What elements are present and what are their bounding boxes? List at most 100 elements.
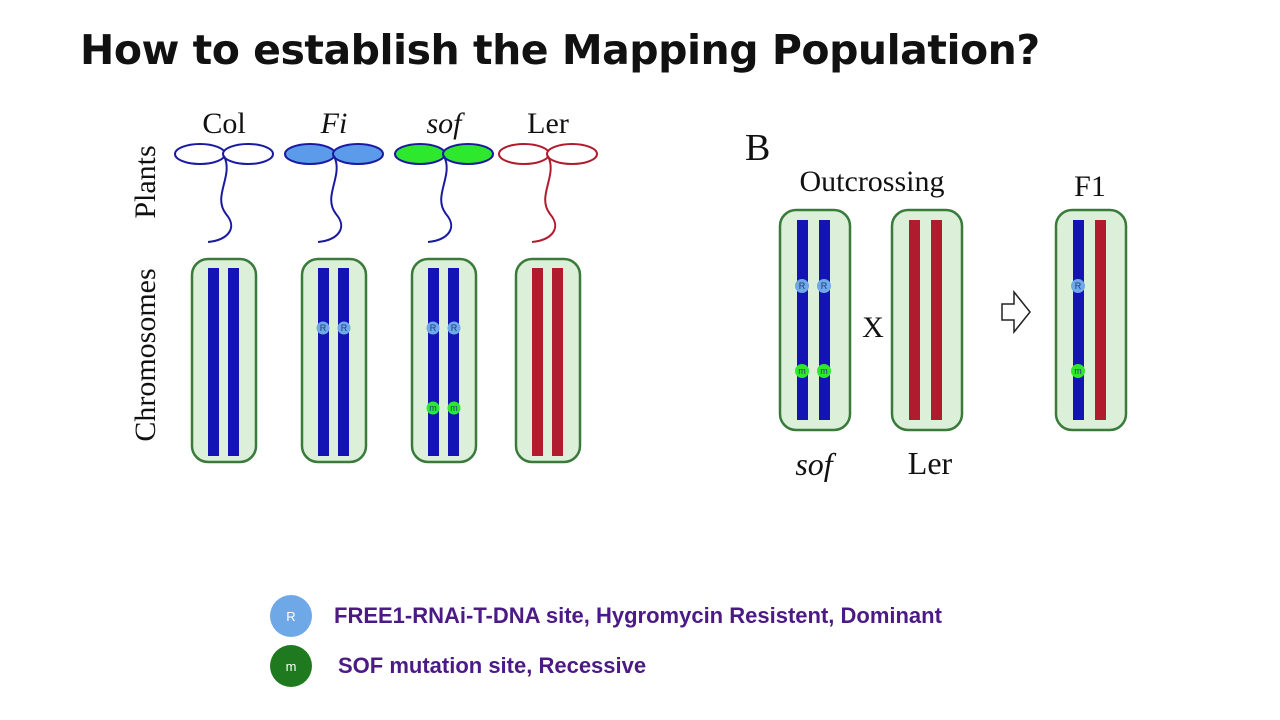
marker-letter: R <box>821 281 828 291</box>
chromosome-bar <box>797 220 808 420</box>
r-marker: R <box>447 321 461 335</box>
r-marker-icon: R <box>270 595 312 637</box>
marker-dot <box>447 321 461 335</box>
parent-ler-label: Ler <box>908 445 953 481</box>
marker-letter: R <box>320 323 327 333</box>
column-label: Col <box>202 107 245 140</box>
chromosome-bar <box>208 268 219 456</box>
chromosome-bar <box>1095 220 1106 420</box>
marker-letter: m <box>450 403 458 413</box>
f1-hybrid: Rm <box>1054 208 1128 432</box>
marker-letter: m <box>820 366 828 376</box>
leaf-right <box>332 143 384 165</box>
legend-symbol: m <box>285 658 297 674</box>
stem <box>531 155 557 243</box>
chromosome-bar <box>819 220 830 420</box>
chromosome-bar <box>552 268 563 456</box>
chromosome-bar <box>532 268 543 456</box>
marker-letter: R <box>451 323 458 333</box>
chromosome-cell <box>410 257 478 464</box>
marker-dot <box>426 321 440 335</box>
marker-letter: R <box>430 323 437 333</box>
marker-letter: R <box>799 281 806 291</box>
cross-symbol: X <box>862 311 884 344</box>
arrow-right-icon <box>1001 289 1031 335</box>
plant-column-fi: FiR R <box>284 107 384 464</box>
m-marker: m <box>817 364 831 378</box>
chromosome-cell <box>300 257 368 464</box>
m-marker: m <box>1071 364 1085 378</box>
leaf-left <box>284 143 336 165</box>
m-marker-icon: m <box>270 645 312 687</box>
chromosome-bar <box>338 268 349 456</box>
marker-letter: m <box>1074 366 1082 376</box>
r-marker: R <box>1071 279 1085 293</box>
marker-letter: R <box>1075 281 1082 291</box>
leaf-right <box>222 143 274 165</box>
marker-dot <box>1071 364 1085 378</box>
marker-dot <box>337 321 351 335</box>
column-label: sof <box>426 107 465 140</box>
marker-dot <box>316 321 330 335</box>
legend-row-r: R FREE1-RNAi-T-DNA site, Hygromycin Resi… <box>270 595 942 637</box>
chromosome-bar <box>909 220 920 420</box>
legend-text: SOF mutation site, Recessive <box>338 653 647 678</box>
marker-dot <box>1071 279 1085 293</box>
r-marker: R <box>337 321 351 335</box>
m-marker: m <box>447 401 461 415</box>
panel-b-label: B <box>745 127 770 169</box>
parent-sof: R Rm m <box>778 208 852 432</box>
leaf-right <box>546 143 598 165</box>
row-label-plants: Plants <box>129 145 162 218</box>
stem <box>317 155 343 243</box>
marker-dot <box>795 364 809 378</box>
chromosome-bar <box>1073 220 1084 420</box>
chromosome-bar <box>448 268 459 456</box>
legend-row-m: m SOF mutation site, Recessive <box>270 645 646 687</box>
r-marker: R <box>817 279 831 293</box>
leaf-right <box>442 143 494 165</box>
parent-sof-label: sof <box>795 446 836 482</box>
chromosome-bar <box>931 220 942 420</box>
chromosome-cell <box>514 257 582 464</box>
parent-ler <box>890 208 964 432</box>
column-label: Ler <box>527 107 569 140</box>
marker-dot <box>426 401 440 415</box>
column-label: Fi <box>320 107 348 140</box>
marker-dot <box>795 279 809 293</box>
marker-letter: R <box>341 323 348 333</box>
chromosome-cell <box>1054 208 1128 432</box>
outcrossing-heading: Outcrossing <box>800 165 945 198</box>
leaf-left <box>498 143 550 165</box>
plant-column-col: Col <box>174 107 274 464</box>
chromosome-bar <box>428 268 439 456</box>
marker-letter: m <box>429 403 437 413</box>
f1-label: F1 <box>1074 170 1106 203</box>
chromosome-cell <box>778 208 852 432</box>
marker-dot <box>447 401 461 415</box>
marker-dot <box>817 279 831 293</box>
chromosome-bar <box>318 268 329 456</box>
leaf-left <box>394 143 446 165</box>
chromosome-bar <box>228 268 239 456</box>
marker-dot <box>817 364 831 378</box>
r-marker: R <box>316 321 330 335</box>
plant-column-ler: Ler <box>498 107 598 464</box>
legend-text: FREE1-RNAi-T-DNA site, Hygromycin Resist… <box>334 603 942 628</box>
stem <box>207 155 233 243</box>
r-marker: R <box>795 279 809 293</box>
stem <box>427 155 453 243</box>
chromosome-cell <box>890 208 964 432</box>
r-marker: R <box>426 321 440 335</box>
slide-title: How to establish the Mapping Population? <box>80 26 1040 74</box>
leaf-left <box>174 143 226 165</box>
marker-letter: m <box>798 366 806 376</box>
m-marker: m <box>426 401 440 415</box>
row-label-chromosomes: Chromosomes <box>129 268 162 441</box>
chromosome-cell <box>190 257 258 464</box>
m-marker: m <box>795 364 809 378</box>
